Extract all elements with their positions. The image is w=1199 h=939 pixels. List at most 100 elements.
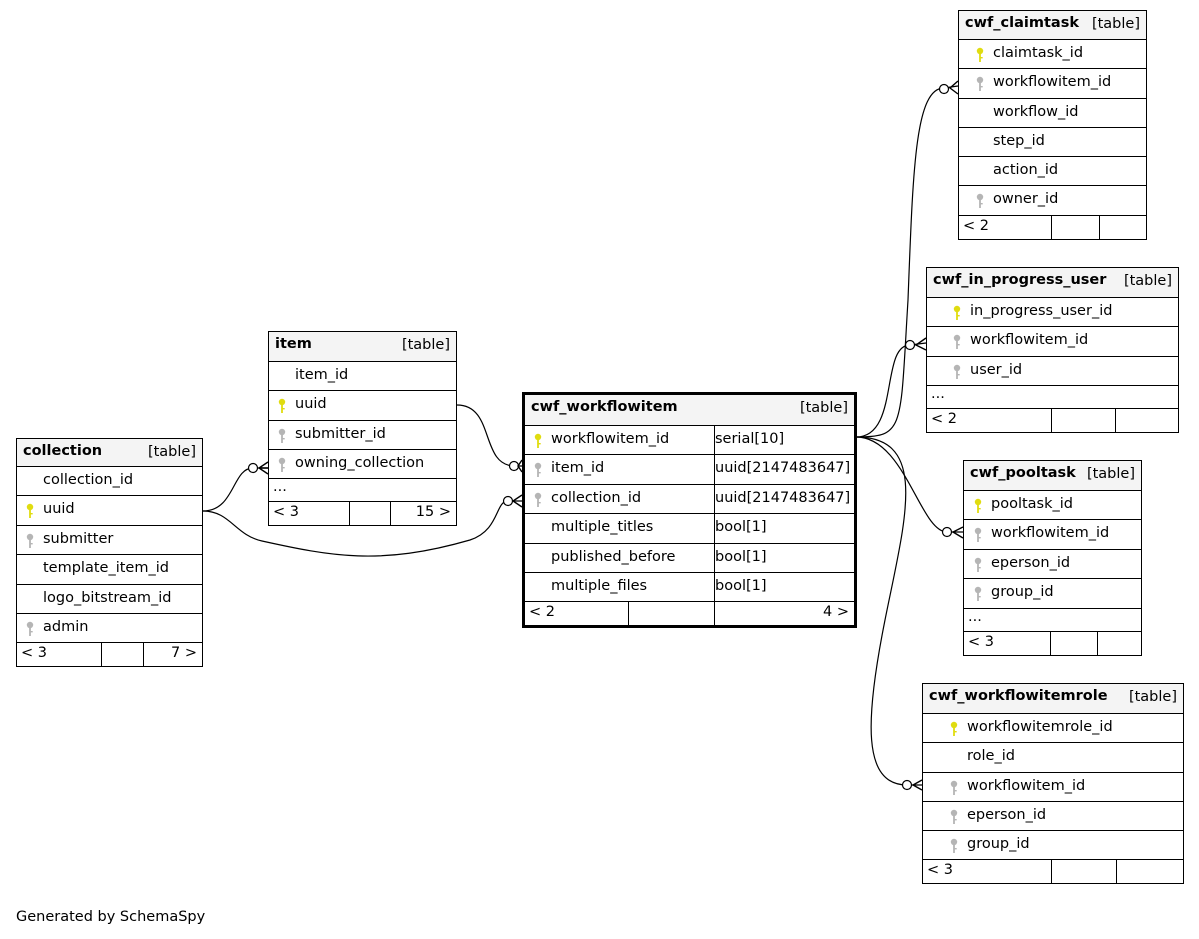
more-columns-row[interactable]: ... bbox=[269, 479, 456, 503]
table-cwf-claimtask[interactable]: cwf_claimtask[table] claimtask_id workflow… bbox=[958, 10, 1147, 240]
column-name: workflow_id bbox=[993, 103, 1079, 120]
table-header: cwf_claimtask[table] bbox=[959, 11, 1146, 40]
parents-count-link[interactable]: < 2 bbox=[963, 217, 989, 234]
column-row[interactable]: uuid bbox=[17, 496, 202, 526]
column-row[interactable]: submitter_id bbox=[269, 421, 456, 450]
column-row[interactable]: group_id bbox=[964, 579, 1141, 609]
primary-key-icon bbox=[534, 433, 542, 449]
column-row[interactable]: submitter bbox=[17, 526, 202, 556]
column-row[interactable]: item_id bbox=[269, 362, 456, 392]
column-row[interactable]: role_id bbox=[923, 743, 1183, 773]
table-header: cwf_pooltask[table] bbox=[964, 461, 1141, 491]
crowfoot-marker bbox=[257, 461, 269, 475]
table-header: cwf_workflowitem[table] bbox=[525, 395, 854, 426]
zero-cardinality-marker bbox=[941, 526, 953, 538]
column-row[interactable]: multiple_files bool[1] bbox=[525, 572, 854, 603]
parents-count-link[interactable]: < 2 bbox=[931, 410, 957, 427]
table-name[interactable]: cwf_claimtask bbox=[965, 15, 1079, 31]
column-name: uuid bbox=[43, 501, 75, 518]
column-name: template_item_id bbox=[43, 560, 169, 577]
primary-key-icon bbox=[953, 305, 961, 321]
column-row[interactable]: pooltask_id bbox=[964, 491, 1141, 521]
children-count-link[interactable]: 15 > bbox=[415, 504, 451, 521]
parents-count-link[interactable]: < 3 bbox=[21, 645, 47, 662]
column-row[interactable]: template_item_id bbox=[17, 555, 202, 585]
table-name[interactable]: collection bbox=[23, 443, 103, 459]
parents-count-link[interactable]: < 2 bbox=[529, 604, 555, 621]
table-name[interactable]: item bbox=[275, 336, 312, 352]
column-row[interactable]: uuid bbox=[269, 391, 456, 421]
foreign-key-icon bbox=[974, 557, 982, 573]
footer-cell-divider bbox=[143, 643, 144, 667]
footer-cell-divider bbox=[1116, 860, 1117, 884]
column-row[interactable]: owner_id bbox=[959, 186, 1146, 216]
parents-count-link[interactable]: < 3 bbox=[273, 504, 299, 521]
crowfoot-marker bbox=[951, 526, 964, 539]
column-divider bbox=[714, 426, 715, 455]
column-name: claimtask_id bbox=[993, 45, 1084, 61]
column-row[interactable]: workflowitemrole_id bbox=[923, 714, 1183, 744]
foreign-key-icon bbox=[953, 364, 961, 380]
children-count-link[interactable]: 4 > bbox=[823, 604, 849, 621]
column-row[interactable]: collection_id bbox=[17, 467, 202, 497]
children-count-link[interactable]: 7 > bbox=[171, 645, 197, 662]
table-name[interactable]: cwf_pooltask bbox=[970, 465, 1076, 481]
column-name: submitter_id bbox=[295, 425, 386, 442]
column-row[interactable]: claimtask_id bbox=[959, 40, 1146, 70]
column-row[interactable]: group_id bbox=[923, 831, 1183, 861]
column-row[interactable]: owning_collection bbox=[269, 450, 456, 480]
column-name: action_id bbox=[993, 162, 1059, 179]
more-columns-row[interactable]: ... bbox=[964, 609, 1141, 632]
column-row[interactable]: step_id bbox=[959, 128, 1146, 158]
column-row[interactable]: workflowitem_id bbox=[927, 327, 1178, 357]
footer-cell-divider bbox=[101, 643, 102, 667]
column-row[interactable]: eperson_id bbox=[923, 802, 1183, 832]
column-row[interactable]: action_id bbox=[959, 157, 1146, 187]
column-row[interactable]: workflow_id bbox=[959, 99, 1146, 128]
table-cwf-pooltask[interactable]: cwf_pooltask[table]pooltask_id workflowit… bbox=[963, 460, 1142, 656]
column-type: uuid[2147483647] bbox=[715, 489, 851, 506]
column-row[interactable]: workflowitem_id bbox=[923, 773, 1183, 802]
column-name: owner_id bbox=[993, 191, 1059, 208]
more-columns-row[interactable]: ... bbox=[927, 386, 1178, 409]
column-type: bool[1] bbox=[715, 519, 767, 536]
column-name: collection_id bbox=[43, 472, 134, 488]
column-name: uuid bbox=[295, 396, 327, 413]
table-footer: < 3 7 > bbox=[17, 643, 202, 667]
table-name[interactable]: cwf_workflowitem bbox=[531, 399, 678, 415]
footer-cell-divider bbox=[1051, 215, 1052, 239]
column-name: submitter bbox=[43, 530, 114, 547]
table-cwf-workflowitemrole[interactable]: cwf_workflowitemrole [table] workflowitemr… bbox=[922, 683, 1184, 885]
column-row[interactable]: eperson_id bbox=[964, 550, 1141, 580]
column-name: workflowitemrole_id bbox=[967, 719, 1113, 735]
column-row[interactable]: multiple_titles bool[1] bbox=[525, 514, 854, 544]
column-row[interactable]: workflowitem_id bbox=[959, 69, 1146, 99]
parents-count-link[interactable]: < 3 bbox=[968, 633, 994, 650]
column-name: workflowitem_id bbox=[991, 525, 1110, 542]
column-row[interactable]: admin bbox=[17, 614, 202, 644]
column-row[interactable]: user_id bbox=[927, 357, 1178, 386]
column-row[interactable]: logo_bitstream_id bbox=[17, 585, 202, 614]
column-type: uuid[2147483647] bbox=[715, 460, 851, 477]
column-row[interactable]: workflowitem_id bbox=[964, 520, 1141, 550]
column-row[interactable]: in_progress_user_id bbox=[927, 298, 1178, 328]
column-type: bool[1] bbox=[715, 577, 767, 594]
column-name: eperson_id bbox=[967, 806, 1047, 823]
table-cwf-in-progress-user[interactable]: cwf_in_progress_user[table]in_progress_u… bbox=[926, 267, 1179, 433]
parents-count-link[interactable]: < 3 bbox=[927, 862, 953, 879]
column-name: workflowitem_id bbox=[970, 332, 1089, 349]
column-name: multiple_titles bbox=[551, 519, 654, 536]
foreign-key-icon bbox=[26, 533, 34, 549]
table-name[interactable]: cwf_in_progress_user bbox=[933, 272, 1107, 288]
column-name: multiple_files bbox=[551, 577, 648, 594]
table-name[interactable]: cwf_workflowitemrole bbox=[929, 688, 1108, 704]
table-kind-label: [table] bbox=[1128, 689, 1177, 705]
